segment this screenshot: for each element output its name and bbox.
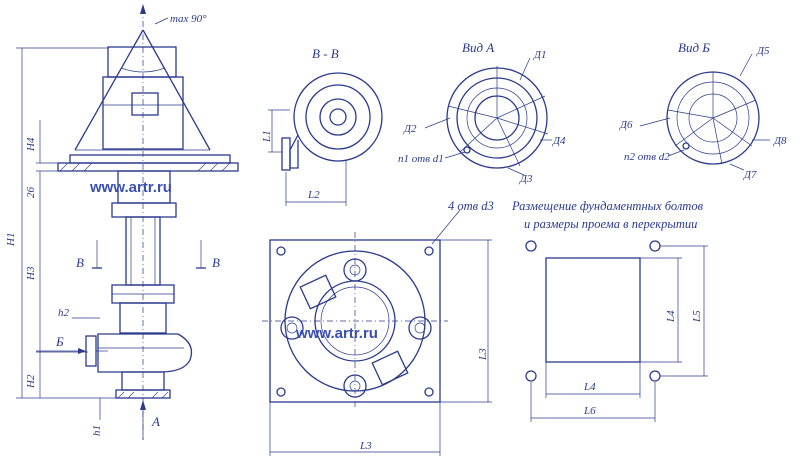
watermark-top: www.artr.ru (89, 179, 172, 196)
dim-l2: L2 (307, 189, 320, 201)
dim-l3-horizontal: L3 (359, 440, 372, 452)
dim-l4-vertical: L4 (665, 310, 677, 323)
view-a (424, 57, 552, 176)
dim-h3: H3 (25, 266, 37, 281)
dim-l1: L1 (261, 130, 273, 143)
view-title-a: Вид А (462, 40, 494, 55)
dim-l4-horizontal: L4 (583, 381, 596, 393)
view-title-bb: B - B (312, 46, 339, 61)
dim-l3-vertical: L3 (477, 348, 489, 361)
dim-h2: H2 (25, 374, 37, 389)
dim-h4: H4 (25, 137, 37, 152)
holes-n1: n1 отв d1 (398, 153, 444, 165)
dim-h2-small: h2 (58, 307, 70, 319)
flow-label-a: A (151, 414, 160, 429)
pump-elevation (16, 4, 239, 440)
angle-note: max 90° (170, 13, 207, 25)
dim-d8: Д8 (773, 135, 787, 147)
dim-d3: Д3 (519, 173, 533, 185)
view-title-b: Вид Б (678, 40, 710, 55)
cut-label-b-left: B (76, 255, 84, 270)
dim-d5: Д5 (756, 45, 770, 57)
foundation-note-line1: Размещение фундаментных болтов (511, 199, 704, 213)
holes-n2: n2 отв d2 (624, 151, 670, 163)
dim-h1-small: h1 (91, 425, 103, 436)
dim-26: 26 (25, 187, 37, 199)
holes-note: 4 отв d3 (448, 199, 494, 213)
dim-l5: L5 (691, 310, 703, 323)
watermark-center: www.artr.ru (295, 325, 378, 342)
flow-label-b: Б (55, 334, 64, 349)
dim-d6: Д6 (619, 119, 633, 131)
dim-l6: L6 (583, 405, 596, 417)
view-b (639, 53, 770, 171)
dim-d2: Д2 (403, 123, 417, 135)
dim-d7: Д7 (743, 169, 757, 181)
foundation-plan (262, 209, 492, 456)
foundation-note-line2: и размеры проема в перекрытии (524, 217, 697, 231)
dim-d1: Д1 (533, 49, 547, 61)
floor-opening-plan (525, 240, 708, 422)
cut-label-b-right: B (212, 255, 220, 270)
dim-h1: H1 (5, 233, 17, 247)
dim-d4: Д4 (552, 135, 566, 147)
section-bb (268, 72, 383, 206)
